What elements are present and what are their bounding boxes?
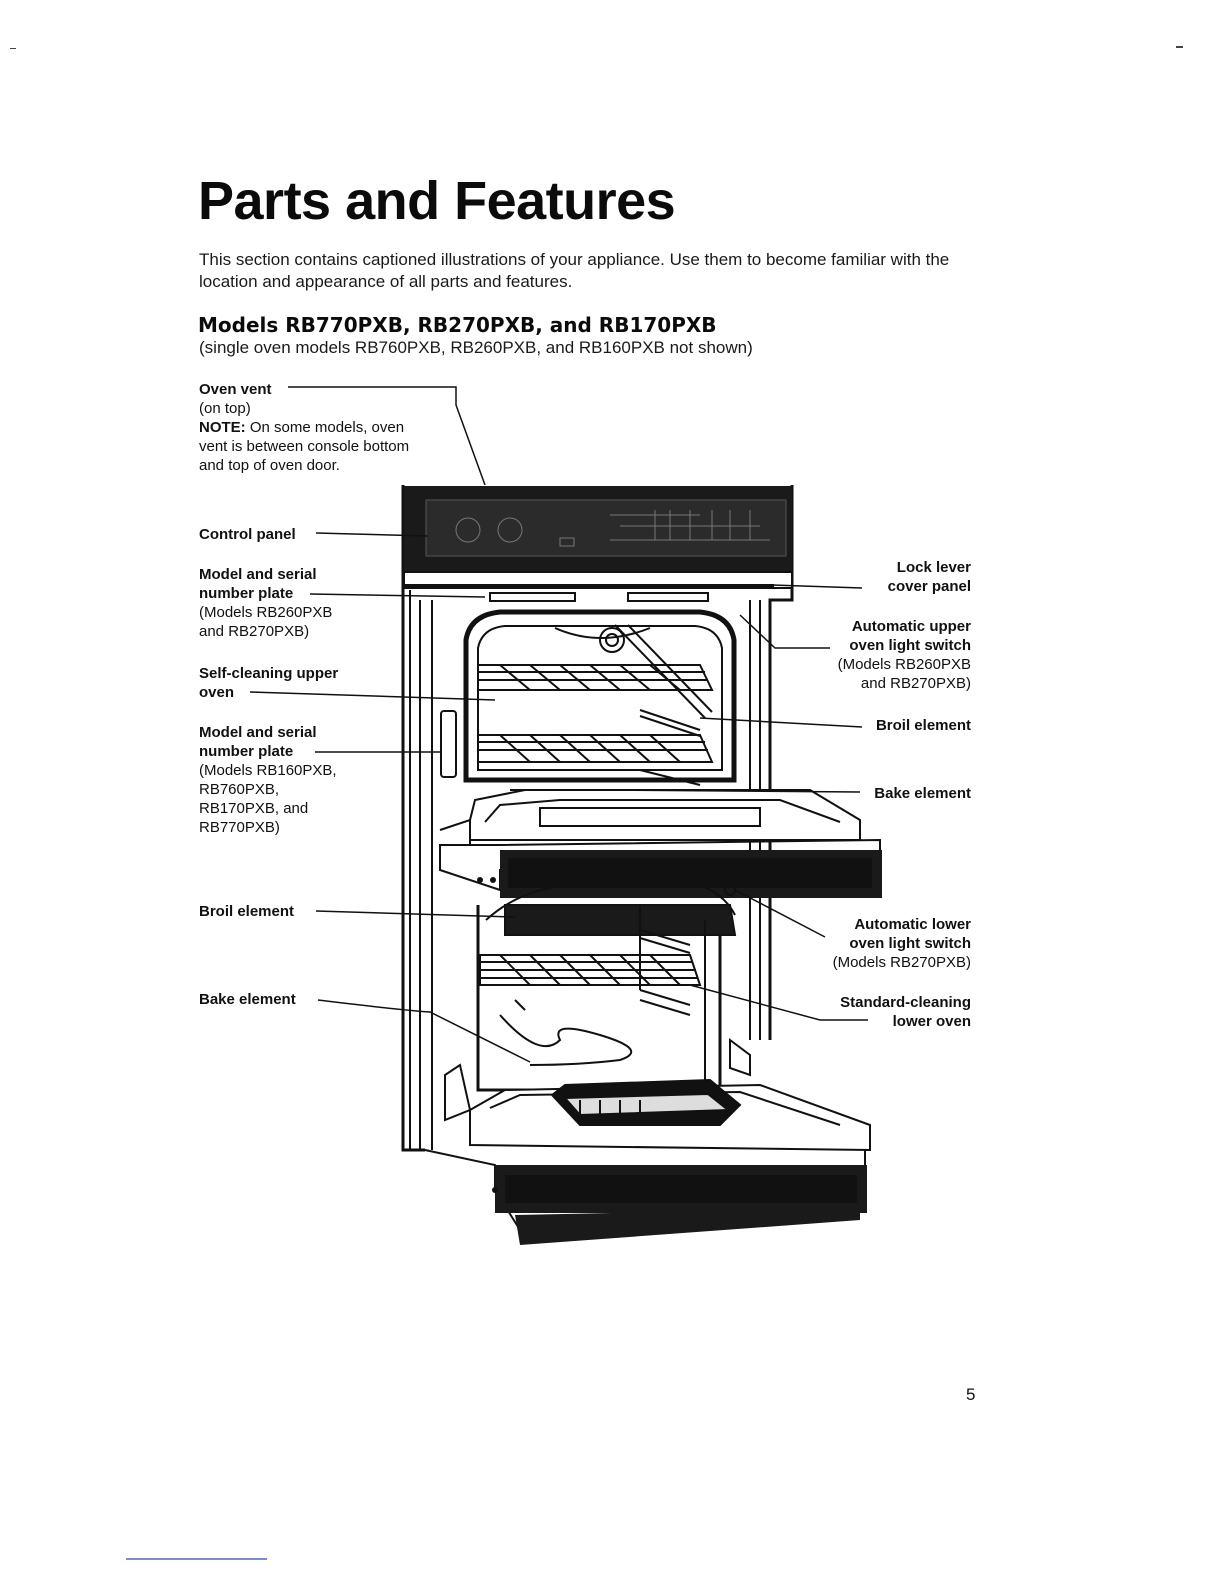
callout-automatic-upper-light-switch: Automatic upper oven light switch (Model… <box>838 617 971 693</box>
footer-rule <box>126 1558 267 1560</box>
callout-broil-element-right: Broil element <box>876 716 971 735</box>
intro-paragraph: This section contains captioned illustra… <box>199 250 950 291</box>
callout-label: Model and serial <box>199 724 317 741</box>
callout-lock-lever-cover-panel: Lock lever cover panel <box>888 558 971 596</box>
callout-standard-cleaning-lower-oven: Standard-cleaning lower oven <box>840 993 971 1031</box>
callout-label: Standard-cleaning <box>840 994 971 1011</box>
callout-label: Broil element <box>875 717 971 734</box>
callout-label: number plate <box>199 585 294 602</box>
callout-label: Oven vent <box>199 381 272 398</box>
callout-model-plate-upper: Model and serial number plate (Models RB… <box>199 565 332 641</box>
section-heading: Models RB770PXB, RB270PXB, and RB170PXB <box>198 313 717 337</box>
callout-oven-vent: Oven vent (on top) NOTE: On some models,… <box>199 380 409 475</box>
callout-label: Automatic upper <box>851 618 971 635</box>
callout-label: Model and serial <box>199 566 317 583</box>
callout-sub: (Models RB160PXB, <box>199 762 337 779</box>
callout-label: Bake element <box>199 991 296 1008</box>
callout-label: Automatic lower <box>854 916 971 933</box>
callout-model-plate-lower: Model and serial number plate (Models RB… <box>199 723 337 837</box>
callout-label: Bake element <box>874 785 971 802</box>
page-number: 5 <box>966 1385 976 1404</box>
callout-sub: and RB270PXB) <box>199 623 310 640</box>
section-subheading: (single oven models RB760PXB, RB260PXB, … <box>199 338 753 357</box>
note-label: NOTE: <box>199 419 246 436</box>
scan-mark <box>1176 46 1183 48</box>
callout-sub: RB770PXB) <box>199 819 280 836</box>
callout-sub: (Models RB260PXB <box>837 656 971 673</box>
callout-label: Control panel <box>199 526 296 543</box>
callout-self-cleaning-upper-oven: Self-cleaning upper oven <box>199 664 338 702</box>
callout-control-panel: Control panel <box>199 525 296 544</box>
callout-automatic-lower-light-switch: Automatic lower oven light switch (Model… <box>833 915 971 972</box>
callout-bake-element-left: Bake element <box>199 990 296 1009</box>
callout-label: lower oven <box>892 1013 971 1030</box>
callout-sub: (Models RB260PXB <box>199 604 333 621</box>
callout-label: oven light switch <box>849 935 971 952</box>
callout-label: oven light switch <box>849 637 971 654</box>
callout-sub: and RB270PXB) <box>860 675 971 692</box>
note-text: On some models, oven <box>249 419 405 436</box>
callout-label: Self-cleaning upper <box>199 665 339 682</box>
callout-label: cover panel <box>887 578 971 595</box>
page-title: Parts and Features <box>198 171 676 231</box>
callout-sub: RB170PXB, and <box>199 800 309 817</box>
callout-sub: (Models RB270PXB) <box>832 954 971 971</box>
callout-sub: RB760PXB, <box>199 781 280 798</box>
callout-bake-element-right: Bake element <box>874 784 971 803</box>
note-text: and top of oven door. <box>199 457 340 474</box>
note-text: vent is between console bottom <box>199 438 410 455</box>
callout-sub: (on top) <box>199 400 251 417</box>
callout-broil-element-left: Broil element <box>199 902 294 921</box>
callout-label: number plate <box>199 743 294 760</box>
callout-label: Broil element <box>199 903 295 920</box>
callout-label: oven <box>199 684 235 701</box>
scan-mark <box>10 48 16 49</box>
callout-label: Lock lever <box>896 559 971 576</box>
